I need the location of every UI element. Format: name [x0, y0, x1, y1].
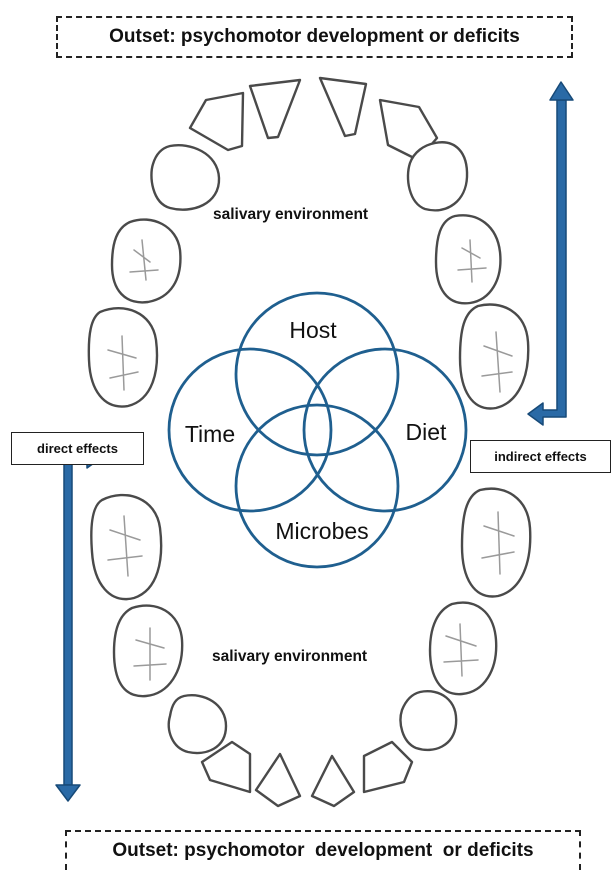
venn-label-time: Time [185, 421, 235, 447]
outset-bottom-box: Outset: psychomotor development or defic… [65, 830, 581, 870]
outset-bottom-label: Outset: psychomotor development or defic… [112, 840, 533, 862]
venn-label-microbes: Microbes [275, 518, 368, 544]
direct-effects-box: direct effects [11, 432, 144, 465]
indirect-effects-box: indirect effects [470, 440, 611, 473]
salivary-environment-top: salivary environment [213, 206, 368, 224]
venn-label-diet: Diet [406, 419, 448, 445]
direct-effects-label: direct effects [37, 441, 118, 456]
outset-top-label: Outset: psychomotor development or defic… [109, 26, 520, 48]
outset-top-box: Outset: psychomotor development or defic… [56, 16, 573, 58]
venn-label-host: Host [289, 317, 337, 343]
salivary-environment-bottom: salivary environment [212, 648, 367, 666]
indirect-effects-label: indirect effects [494, 449, 586, 464]
